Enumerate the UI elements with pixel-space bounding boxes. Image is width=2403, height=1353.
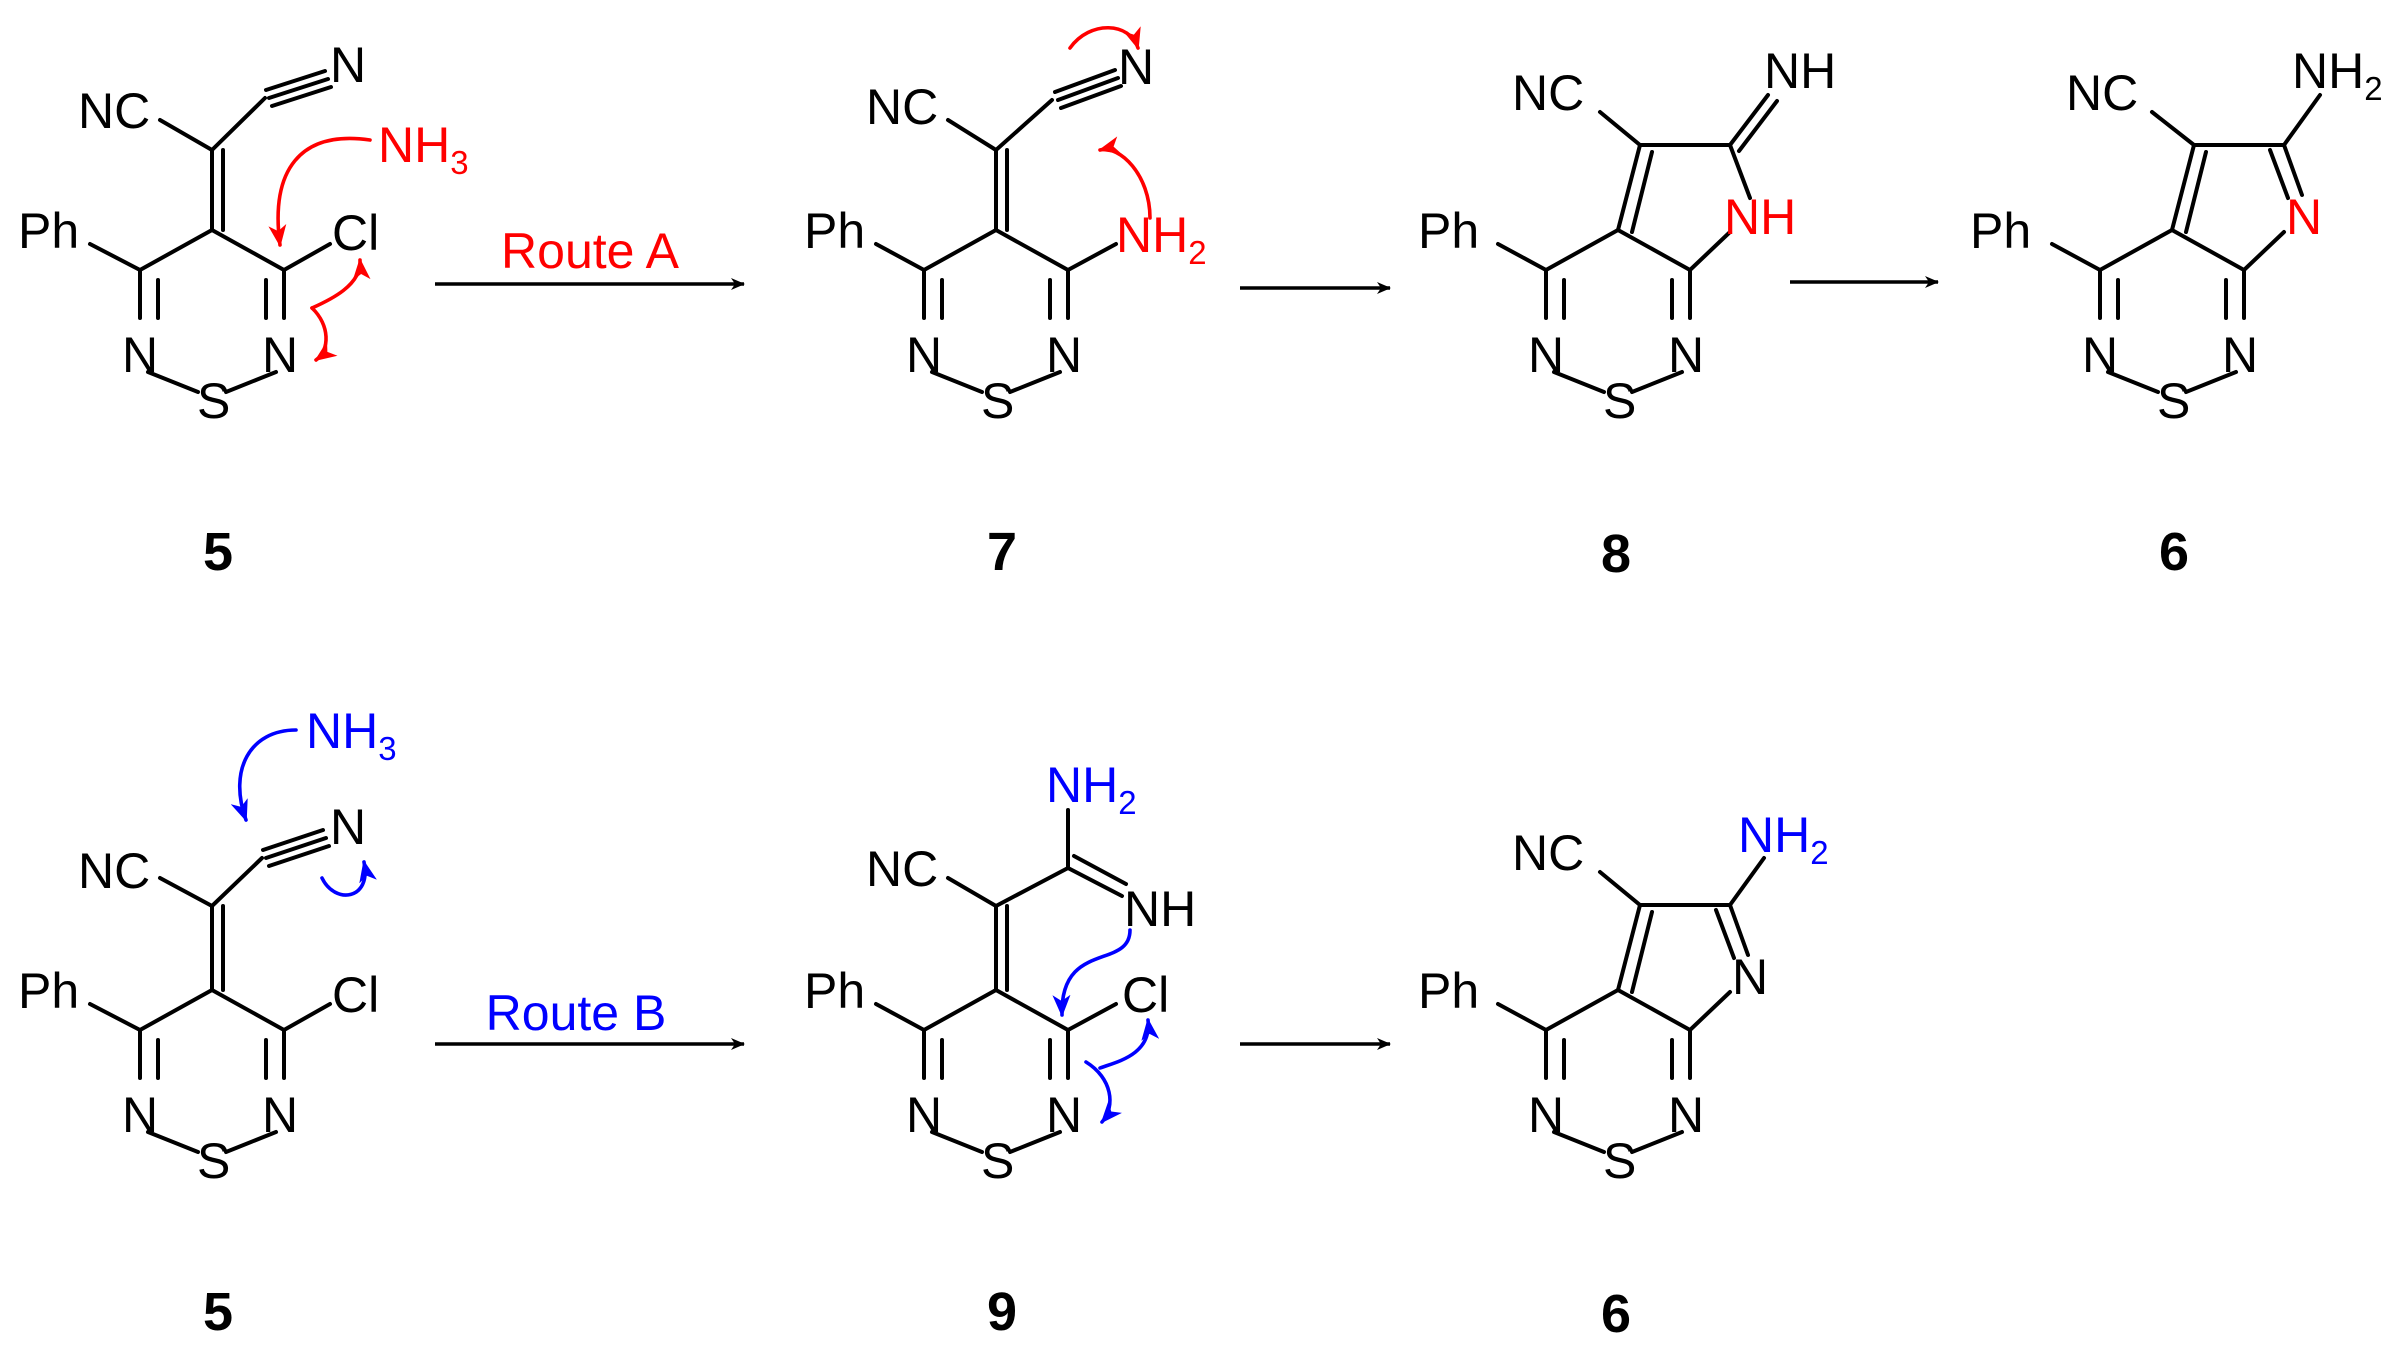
compound-number: 7 [987, 522, 1017, 582]
nh2-label: NH2 [2292, 43, 2383, 107]
nitrile-arrow [320, 860, 377, 897]
ring-n-right-label: N [1046, 1087, 1082, 1143]
ring-s-label: S [197, 1133, 230, 1189]
ring-s-label: S [1603, 373, 1636, 429]
compound-number: 6 [1601, 1284, 1631, 1344]
route-a-arrow: Route A [435, 223, 745, 290]
ph-label: Ph [1418, 963, 1479, 1019]
nitrile-n-label: N [330, 799, 366, 855]
nh2-attack-arrow [1098, 136, 1152, 220]
ring-n-left-label: N [122, 327, 158, 383]
cl-leaving-arrow [310, 258, 371, 310]
structure-6-route-b: Ph NC NH2 N N N S [1418, 807, 1829, 1189]
route-b-arrow: Route B [435, 985, 745, 1050]
structure-7: Ph NC N N N S NH2 [804, 26, 1207, 429]
amidine-nh2-label: NH2 [1046, 757, 1137, 821]
ring-n-left-label: N [122, 1087, 158, 1143]
nc-label: NC [78, 843, 150, 899]
cl-label: Cl [1122, 967, 1169, 1023]
compound-number: 9 [987, 1282, 1017, 1342]
ring-n-right-label: N [262, 1087, 298, 1143]
ring-n-right-label: N [262, 327, 298, 383]
amidine-nh-label: NH [1124, 881, 1196, 937]
ring-s-label: S [981, 1133, 1014, 1189]
nh3-label: NH3 [306, 703, 397, 767]
nc-label: NC [1512, 65, 1584, 121]
nh-attack-arrow [1052, 928, 1132, 1017]
ring-n-left-label: N [906, 327, 942, 383]
ring-n-left-label: N [1528, 327, 1564, 383]
ph-label: Ph [1970, 203, 2031, 259]
nc-label: NC [1512, 825, 1584, 881]
nh3-label: NH3 [378, 117, 469, 181]
nitrile-n-label: N [330, 37, 366, 93]
nc-label: NC [866, 79, 938, 135]
n-pushing-arrow [310, 306, 338, 362]
attack-arrow [230, 728, 298, 822]
structure-9: Ph NC NH2 NH Cl N N S [804, 757, 1196, 1189]
compound-number: 8 [1601, 524, 1631, 584]
ring-s-label: S [981, 373, 1014, 429]
cl-leaving-arrow [1098, 1018, 1160, 1070]
pyrrole-n-label: N [2286, 189, 2322, 245]
ring-n-right-label: N [1046, 327, 1082, 383]
ring-n-left-label: N [1528, 1087, 1564, 1143]
nc-label: NC [78, 83, 150, 139]
structure-6-route-a: Ph NC NH2 N N N S [1970, 43, 2383, 429]
pyrrole-n-label: N [1732, 949, 1768, 1005]
n-pushing-arrow [1084, 1060, 1122, 1124]
route-b-label: Route B [486, 985, 667, 1041]
cl-label: Cl [332, 967, 379, 1023]
structure-5-route-a: Ph NC N Cl N N S NH3 [18, 37, 469, 429]
ring-s-label: S [1603, 1133, 1636, 1189]
nh2-label: NH2 [1116, 207, 1207, 271]
ph-label: Ph [1418, 203, 1479, 259]
route-a-label: Route A [501, 223, 680, 279]
ph-label: Ph [804, 203, 865, 259]
compound-number: 5 [203, 1282, 233, 1342]
nc-label: NC [2066, 65, 2138, 121]
ring-s-label: S [2157, 373, 2190, 429]
nitrile-arrow [1068, 26, 1141, 50]
structure-5-route-b: Ph NC N Cl N N S NH3 [18, 703, 397, 1189]
nc-label: NC [866, 841, 938, 897]
ring-n-right-label: N [1668, 1087, 1704, 1143]
ph-label: Ph [804, 963, 865, 1019]
ring-n-right-label: N [1668, 327, 1704, 383]
nh2-label: NH2 [1738, 807, 1829, 871]
compound-number: 6 [2159, 522, 2189, 582]
compound-number: 5 [203, 522, 233, 582]
structure-8: Ph NC NH NH N N S [1418, 43, 1836, 429]
ring-n-left-label: N [906, 1087, 942, 1143]
ring-s-label: S [197, 373, 230, 429]
imine-nh-label: NH [1764, 43, 1836, 99]
ring-n-right-label: N [2222, 327, 2258, 383]
attack-arrow [268, 136, 372, 247]
cl-label: Cl [332, 205, 379, 261]
ph-label: Ph [18, 203, 79, 259]
pyrrole-nh-label: NH [1724, 189, 1796, 245]
ring-n-left-label: N [2082, 327, 2118, 383]
ph-label: Ph [18, 963, 79, 1019]
